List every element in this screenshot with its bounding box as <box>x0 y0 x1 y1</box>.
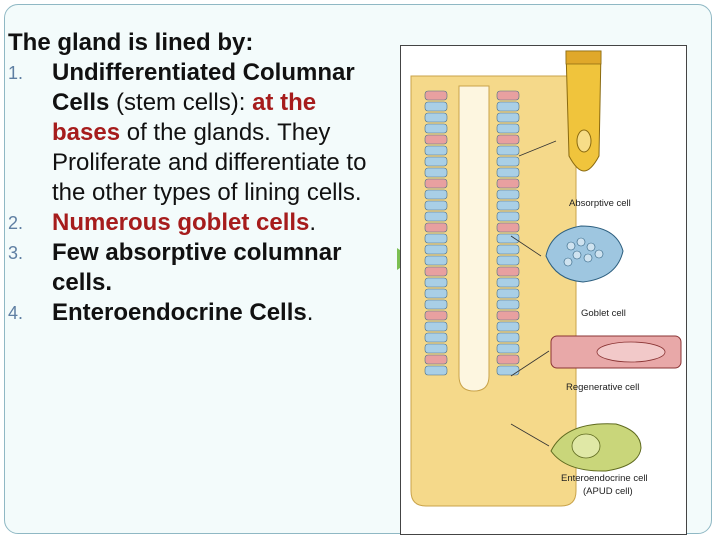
crypt-lining-cell <box>424 288 448 299</box>
crypt-lining-cell <box>424 255 448 266</box>
crypt-lining-cell <box>424 222 448 233</box>
crypt-lining-cell <box>496 277 520 288</box>
slide-text: The gland is lined by: 1. Undifferentiat… <box>8 28 388 328</box>
crypt-lining-cell <box>496 211 520 222</box>
crypt-lining-cell <box>496 233 520 244</box>
crypt-lining-cell <box>496 156 520 167</box>
label-absorptive-cell: Absorptive cell <box>569 198 631 209</box>
crypt-lining-cell <box>424 156 448 167</box>
crypt-lining-cell <box>424 310 448 321</box>
crypt-lining-cell <box>496 332 520 343</box>
crypt-lining-cell <box>424 112 448 123</box>
crypt-lining-cell <box>424 233 448 244</box>
crypt-lining-cell <box>424 321 448 332</box>
label-apud-cell: (APUD cell) <box>583 486 633 497</box>
crypt-lining-cell <box>496 200 520 211</box>
points-list: 1. Undifferentiated Columnar Cells (stem… <box>8 58 388 328</box>
label-regenerative-cell: Regenerative cell <box>566 382 640 393</box>
crypt-lining-cell <box>424 178 448 189</box>
crypt-lining-cell <box>424 365 448 376</box>
goblet-cell <box>510 225 624 283</box>
crypt-lining-cell <box>496 310 520 321</box>
crypt-lining-cell <box>496 255 520 266</box>
slide-heading: The gland is lined by: <box>8 29 254 56</box>
item-highlight: at the bases <box>52 89 317 146</box>
item-number: 3. <box>8 243 24 263</box>
item-text: . <box>309 209 317 236</box>
absorptive-cell <box>518 50 602 172</box>
crypt-lining-cell <box>424 101 448 112</box>
crypt-lining-cell <box>424 145 448 156</box>
gland-illustration <box>410 50 682 507</box>
crypt-lining-cell <box>496 134 520 145</box>
crypt-lining-cell <box>424 167 448 178</box>
list-item: 4. Enteroendocrine Cells. <box>8 298 388 328</box>
crypt-lining-cell <box>496 167 520 178</box>
item-bold-text: Undifferentiated Columnar Cells <box>52 59 355 116</box>
label-enteroendocrine-cell: Enteroendocrine cell <box>561 473 648 484</box>
intestinal-gland <box>410 75 577 507</box>
item-number: 1. <box>8 63 24 83</box>
crypt-lining-cell <box>496 266 520 277</box>
crypt-lining-cell <box>424 189 448 200</box>
crypt-lining-cell <box>496 101 520 112</box>
crypt-lining-cell <box>496 288 520 299</box>
crypt-lining-cell <box>424 211 448 222</box>
crypt-lining-cell <box>424 123 448 134</box>
crypt-lining-cell <box>496 354 520 365</box>
crypt-lining-cell <box>496 90 520 101</box>
crypt-lining-cell <box>496 299 520 310</box>
item-text: (stem cells): <box>109 89 253 116</box>
crypt-lining-cell <box>424 200 448 211</box>
crypt-lining-cell <box>424 244 448 255</box>
crypt-lining-cell <box>496 112 520 123</box>
crypt-lining-cell <box>496 343 520 354</box>
crypt-lining-cell <box>424 134 448 145</box>
item-bold-text: Few absorptive columnar cells. <box>52 239 342 296</box>
crypt-lining-cell <box>424 277 448 288</box>
item-number: 4. <box>8 303 24 323</box>
item-number: 2. <box>8 213 24 233</box>
list-item: 2. Numerous goblet cells. <box>8 208 388 238</box>
list-item: 1. Undifferentiated Columnar Cells (stem… <box>8 58 388 208</box>
crypt-lining-cell <box>424 266 448 277</box>
crypt-lining-cell <box>496 321 520 332</box>
crypt-lining-cell <box>424 299 448 310</box>
gland-figure: Absorptive cell Goblet cell Regenerative… <box>400 45 687 535</box>
enteroendocrine-cell <box>510 423 642 472</box>
crypt-lining-cell <box>424 332 448 343</box>
crypt-lining-cell <box>496 244 520 255</box>
regenerative-cell <box>510 335 682 377</box>
crypt-lining-cell <box>496 189 520 200</box>
crypt-lining-cell <box>424 343 448 354</box>
label-goblet-cell: Goblet cell <box>581 308 626 319</box>
item-bold-text: Enteroendocrine Cells <box>52 299 307 326</box>
crypt-lining-cell <box>424 354 448 365</box>
crypt-lining-cell <box>496 222 520 233</box>
crypt-lining-cell <box>496 145 520 156</box>
crypt-lining-cell <box>496 123 520 134</box>
crypt-lining-cell <box>496 365 520 376</box>
list-item: 3. Few absorptive columnar cells. <box>8 238 388 298</box>
crypt-lining-cell <box>496 178 520 189</box>
item-text: of the glands. They Proliferate and diff… <box>52 119 367 206</box>
crypt-lining-cell <box>424 90 448 101</box>
item-highlight: Numerous goblet cells <box>52 209 310 236</box>
item-text: . <box>306 299 314 326</box>
